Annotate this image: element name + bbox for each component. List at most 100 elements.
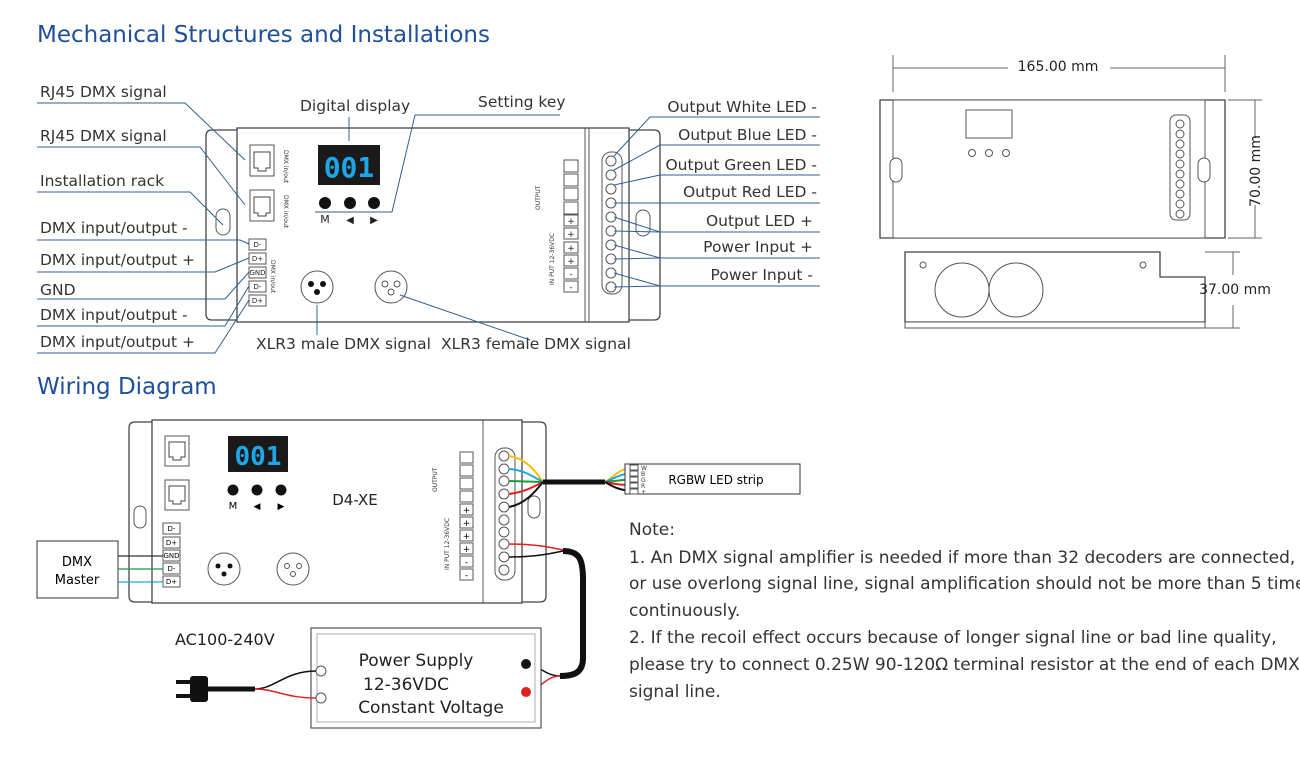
label-rj45-2: RJ45 DMX signal	[40, 127, 167, 145]
note-line: signal line.	[629, 682, 721, 702]
label-rj45-1: RJ45 DMX signal	[40, 83, 167, 101]
label-output-blue: Output Blue LED -	[678, 126, 817, 144]
power-supply-voltage: 12-36VDC	[363, 675, 449, 695]
dmx-master-box	[36, 540, 119, 599]
dimension-length: 165.00 mm	[1018, 59, 1099, 75]
left-button[interactable]	[344, 197, 356, 209]
label-installation-rack: Installation rack	[40, 172, 164, 190]
label-dmx-plus-1: DMX input/output +	[40, 251, 195, 269]
output-plus: +	[463, 506, 471, 516]
strip-pin-plus: +	[641, 489, 646, 496]
button-label-left: ◀	[254, 502, 261, 512]
xlr-female-connector	[374, 270, 408, 304]
button-label-m: M	[229, 501, 238, 512]
label-setting-key: Setting key	[478, 93, 566, 111]
input-minus: -	[465, 558, 468, 568]
device-front-view: DMX in/out DMX in/out 001 M ◀ ▶ D- D+ GN…	[205, 127, 661, 323]
terminal-d-minus: D-	[254, 283, 262, 291]
strip-pin-w: W	[641, 465, 647, 472]
terminal-d-plus: D+	[166, 578, 177, 586]
label-dmx-minus-2: DMX input/output -	[40, 306, 188, 324]
input-plus: +	[567, 257, 575, 267]
label-output-white: Output White LED -	[667, 98, 817, 116]
terminal-d-minus: D-	[168, 525, 176, 533]
strip-pin-b: B	[641, 471, 645, 478]
terminal-d-plus: D+	[252, 297, 263, 305]
power-supply-box	[310, 627, 542, 729]
model-name: D4-XE	[332, 491, 378, 509]
strip-pin-g: G	[641, 477, 646, 484]
installation-rack-hole	[215, 208, 231, 236]
dimension-drawing: 165.00 mm 70.00 mm 37.00 mm	[879, 55, 1271, 329]
xlr-male-connector	[300, 270, 334, 304]
section-title-mechanical: Mechanical Structures and Installations	[37, 22, 490, 48]
input-minus: -	[569, 270, 572, 280]
label-dmx-plus-2: DMX input/output +	[40, 333, 195, 351]
output-plus: +	[463, 519, 471, 529]
strip-pin-r: R	[641, 483, 645, 490]
input-plus: +	[463, 532, 471, 542]
note-title: Note:	[629, 520, 675, 540]
rgbw-led-strip	[624, 463, 801, 495]
label-output-green: Output Green LED -	[665, 156, 817, 174]
terminal-gnd: GND	[249, 269, 265, 277]
input-plus: +	[567, 244, 575, 254]
label-xlr-female: XLR3 female DMX signal	[441, 335, 631, 353]
m-button[interactable]	[319, 197, 331, 209]
terminal-gnd: GND	[163, 552, 179, 560]
rj45-label: DMX in/out	[282, 195, 289, 229]
input-minus: -	[569, 283, 572, 293]
dimension-height: 37.00 mm	[1199, 282, 1271, 298]
rj45-port	[249, 189, 275, 222]
note-line: or use overlong signal line, signal ampl…	[629, 574, 1300, 594]
screw-terminals	[605, 155, 617, 293]
digital-display	[228, 436, 288, 472]
device-wiring-view: 001 M ◀ ▶ D4-XE D- D+ GND D- D+ OUTPUT I…	[128, 419, 547, 604]
label-output-red: Output Red LED -	[683, 183, 817, 201]
note-line: 1. An DMX signal amplifier is needed if …	[629, 548, 1295, 568]
rj45-port	[249, 144, 275, 177]
dimension-width: 70.00 mm	[1248, 135, 1264, 207]
output-plus: +	[567, 217, 575, 227]
label-output-led-plus: Output LED +	[706, 212, 813, 230]
dmx-master-label: Master	[55, 573, 100, 588]
label-power-input-plus: Power Input +	[703, 238, 813, 256]
ac-voltage-label: AC100-240V	[175, 630, 275, 649]
input-plus: +	[463, 545, 471, 555]
plug-icon	[176, 670, 317, 702]
digital-display	[318, 145, 380, 185]
button-label-right: ▶	[278, 502, 285, 512]
note-line: 2. If the recoil effect occurs because o…	[629, 628, 1277, 648]
input-label: IN PUT 12-36VDC	[444, 518, 451, 570]
terminal-d-minus: D-	[168, 565, 176, 573]
label-xlr-male: XLR3 male DMX signal	[256, 335, 431, 353]
dmx-wires	[118, 555, 163, 583]
section-title-wiring: Wiring Diagram	[37, 374, 217, 400]
note-line: continuously.	[629, 601, 740, 621]
label-gnd: GND	[40, 281, 76, 299]
leader-lines	[37, 102, 820, 354]
power-supply-type: Constant Voltage	[358, 698, 504, 718]
dmx-master-label: DMX	[62, 555, 92, 570]
terminal-d-plus: D+	[252, 255, 263, 263]
output-label: OUTPUT	[535, 185, 542, 210]
label-power-input-minus: Power Input -	[711, 266, 813, 284]
button-label-left: ◀	[346, 215, 354, 226]
input-minus: -	[465, 571, 468, 581]
note-line: please try to connect 0.25W 90-120Ω term…	[629, 655, 1300, 675]
label-dmx-minus-1: DMX input/output -	[40, 219, 188, 237]
installation-rack-hole	[635, 209, 651, 237]
rj45-label: DMX in/out	[282, 150, 289, 184]
output-plus: +	[567, 230, 575, 240]
terminal-label: DMX in/out	[269, 260, 276, 294]
right-button[interactable]	[368, 197, 380, 209]
output-wires	[508, 455, 633, 508]
output-label: OUTPUT	[432, 467, 439, 492]
terminal-d-minus: D-	[254, 241, 262, 249]
terminal-d-plus: D+	[166, 539, 177, 547]
button-label-right: ▶	[370, 215, 378, 226]
display-value: 001	[324, 151, 375, 184]
power-supply-title: Power Supply	[359, 651, 474, 671]
input-label: IN PUT 12-36VDC	[549, 233, 556, 285]
